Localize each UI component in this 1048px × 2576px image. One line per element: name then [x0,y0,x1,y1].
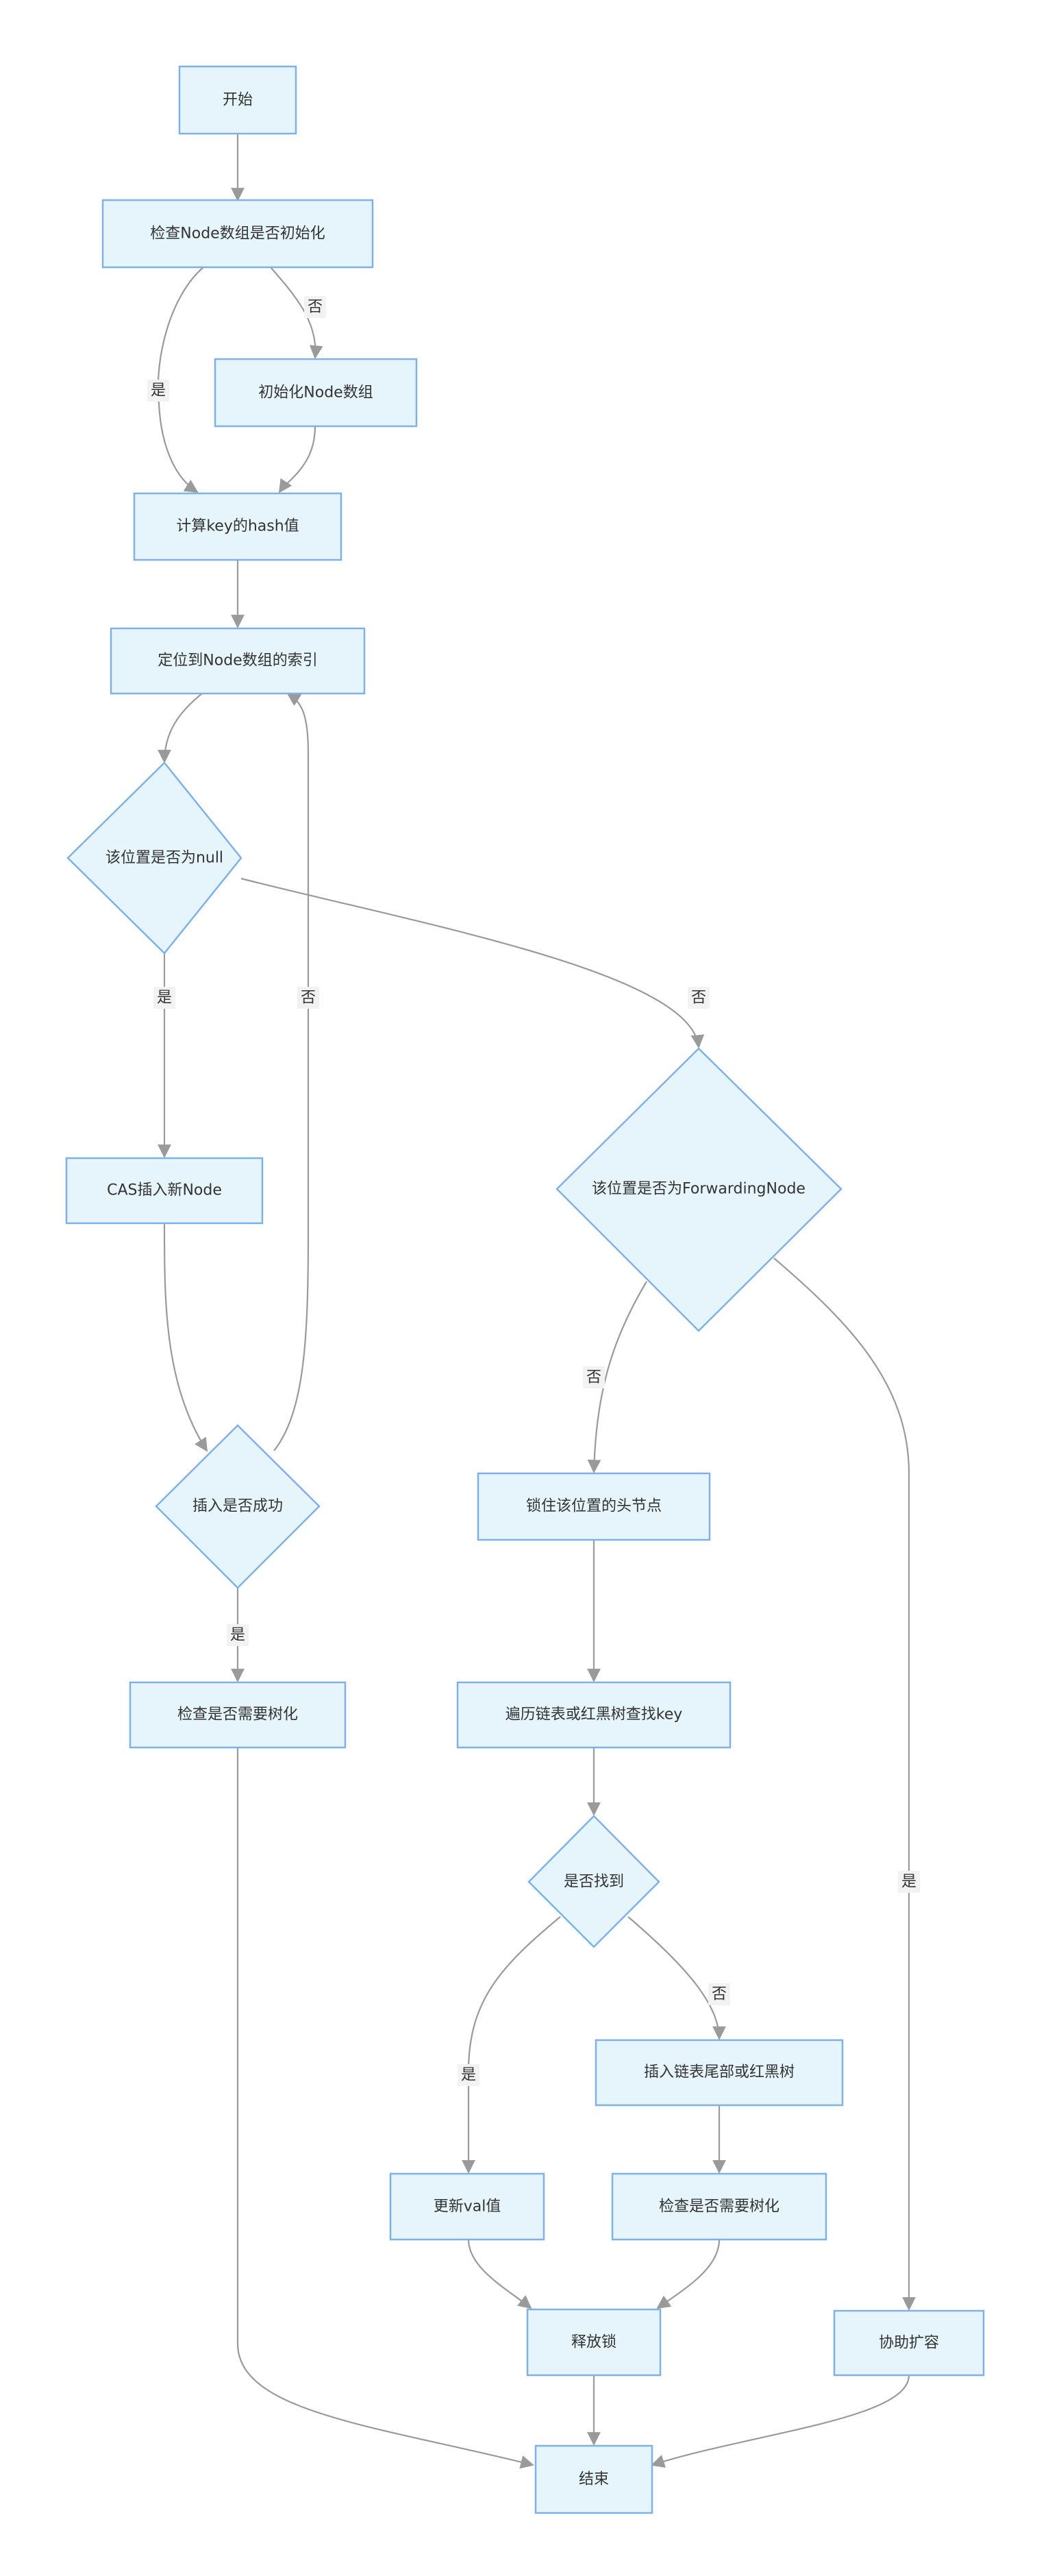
node-end: 结束 [534,2444,653,2514]
node-check-init: 检查Node数组是否初始化 [101,199,374,269]
node-init-array: 初始化Node数组 [214,358,418,428]
node-release-lock: 释放锁 [526,2308,662,2377]
node-insert-success-label: 插入是否成功 [192,1498,283,1515]
node-insert-tail-label: 插入链表尾部或红黑树 [644,2064,795,2081]
edge-label-forwarding-no: 否 [586,1369,601,1386]
nodes: 开始 检查Node数组是否初始化 初始化Node数组 计算key的hash值 定… [65,65,985,2514]
node-update-val-label: 更新val值 [434,2198,501,2216]
edge-check-treeify-left-to-end [236,1747,534,2469]
node-init-array-label: 初始化Node数组 [258,384,373,402]
node-found-label: 是否找到 [564,1874,624,1891]
node-locate-index: 定位到Node数组的索引 [110,627,366,695]
edge-label-init-yes: 是 [151,382,166,400]
edge-found-to-update-val [462,1916,561,2174]
edge-update-val-to-release-lock [467,2239,532,2309]
edge-cas-insert-to-insert-success [163,1223,208,1452]
edge-label-init-no: 否 [308,299,323,316]
edge-is-null-to-is-forwarding [240,877,705,1048]
edge-label-found-yes: 是 [461,2067,476,2084]
node-is-null: 该位置是否为null [66,761,242,955]
edge-insert-success-to-locate-index [273,692,310,1451]
edge-found-to-insert-tail [627,1916,726,2040]
node-lock-head: 锁住该位置的头节点 [477,1472,711,1541]
node-start-label: 开始 [223,92,253,109]
node-lock-head-label: 锁住该位置的头节点 [526,1498,662,1515]
node-traverse-label: 遍历链表或红黑树查找key [506,1706,683,1724]
edge-check-treeify-right-to-release-lock [656,2239,721,2309]
edge-help-resize-to-end [651,2375,910,2468]
node-end-label: 结束 [579,2471,609,2488]
node-locate-index-label: 定位到Node数组的索引 [158,652,317,670]
edge-is-forwarding-to-help-resize [773,1258,916,2311]
edge-label-null-no: 否 [691,990,706,1007]
edge-locate-index-to-is-null [158,693,203,763]
node-check-treeify-left-label: 检查是否需要树化 [177,1706,298,1724]
edge-labels: 否 是 是 否 否 是 否 是 是 否 [147,296,920,2086]
edge-is-forwarding-to-lock-head [587,1281,647,1473]
edges [157,134,916,2469]
node-start: 开始 [178,65,297,135]
node-cas-insert-label: CAS插入新Node [107,1182,222,1199]
edge-label-success-no: 否 [301,990,316,1007]
node-check-treeify-right: 检查是否需要树化 [611,2172,827,2241]
node-update-val: 更新val值 [389,2172,545,2241]
node-is-forwarding-label: 该位置是否为ForwardingNode [592,1181,806,1198]
node-insert-success: 插入是否成功 [155,1424,321,1589]
node-insert-tail: 插入链表尾部或红黑树 [595,2039,844,2107]
edge-label-success-yes: 是 [230,1627,245,1644]
node-check-init-label: 检查Node数组是否初始化 [150,225,325,243]
node-found: 是否找到 [527,1815,660,1948]
node-is-forwarding: 该位置是否为ForwardingNode [556,1047,843,1332]
node-cas-insert: CAS插入新Node [65,1157,264,1225]
edge-label-forwarding-yes: 是 [901,1874,916,1891]
node-compute-hash: 计算key的hash值 [133,492,342,561]
node-release-lock-label: 释放锁 [571,2334,616,2351]
edge-label-found-no: 否 [712,1986,727,2003]
node-check-treeify-left: 检查是否需要树化 [129,1681,347,1749]
edge-check-init-to-init-array [270,267,323,359]
node-help-resize-label: 协助扩容 [879,2335,939,2352]
edge-label-null-yes: 是 [157,990,172,1007]
node-compute-hash-label: 计算key的hash值 [176,518,299,535]
node-check-treeify-right-label: 检查是否需要树化 [659,2198,779,2216]
node-traverse: 遍历链表或红黑树查找key [456,1681,732,1749]
edge-init-array-to-compute-hash [278,426,316,493]
node-help-resize: 协助扩容 [833,2309,985,2377]
node-is-null-label: 该位置是否为null [105,850,223,867]
